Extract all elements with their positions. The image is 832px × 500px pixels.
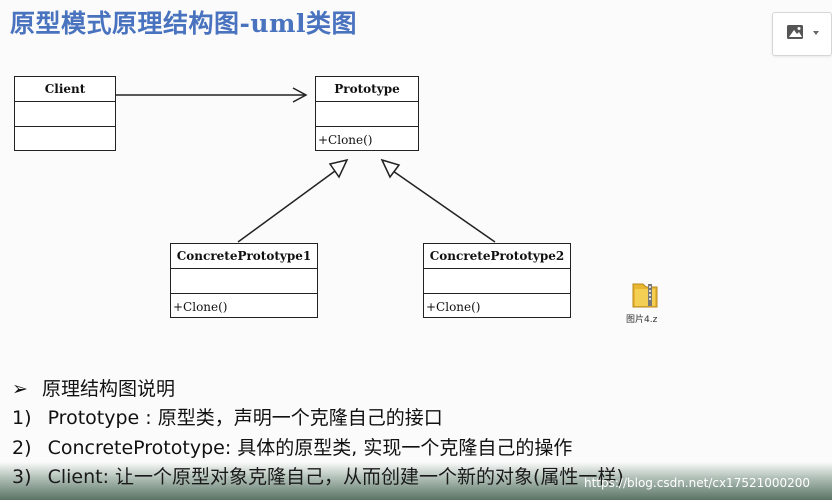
description-item-1: 1) Prototype : 原型类，声明一个克隆自己的接口 xyxy=(12,403,443,430)
client-attributes xyxy=(15,102,115,127)
concrete-prototype1-name: ConcretePrototype1 xyxy=(171,244,317,269)
item-text: : 原型类，声明一个克隆自己的接口 xyxy=(139,407,443,429)
concrete-prototype2-class: ConcretePrototype2 +Clone() xyxy=(423,243,571,318)
page-title: 原型模式原理结构图-uml类图 xyxy=(10,9,358,38)
description-item-2: 2) ConcretePrototype: 具体的原型类, 实现一个克隆自己的操… xyxy=(12,433,572,460)
concrete-prototype1-operation: +Clone() xyxy=(173,299,228,314)
concrete-prototype1-attributes xyxy=(171,269,317,294)
watermark: https://blog.csdn.net/cx17521000200 xyxy=(584,476,811,490)
concrete-prototype2-attributes xyxy=(424,269,570,294)
description-heading: ➢ 原理结构图说明 xyxy=(12,374,175,401)
heading-bullet: ➢ xyxy=(12,378,28,400)
client-class: Client xyxy=(14,76,116,151)
zip-file-label: 图片4.z xyxy=(626,315,658,325)
image-icon xyxy=(787,25,819,39)
prototype-class: Prototype +Clone() xyxy=(315,76,419,151)
client-class-name: Client xyxy=(15,77,115,102)
folder-zip-icon xyxy=(632,283,658,308)
image-toolbar-button[interactable] xyxy=(772,12,832,56)
item-number: 1) xyxy=(12,407,32,429)
item-number: 2) xyxy=(12,437,32,459)
concrete-prototype2-operation: +Clone() xyxy=(426,299,481,314)
concrete-prototype1-class: ConcretePrototype1 +Clone() xyxy=(170,243,318,318)
item-term: ConcretePrototype xyxy=(47,437,225,459)
item-term: Prototype xyxy=(47,407,140,429)
inheritance-arrow-2 xyxy=(380,158,496,243)
description-item-3: 3) Client: 让一个原型对象克隆自己，从而创建一个新的对象(属性一样) xyxy=(12,462,624,489)
concrete-prototype2-name: ConcretePrototype2 xyxy=(424,244,570,269)
item-number: 3) xyxy=(12,466,32,488)
client-operations xyxy=(15,127,115,152)
prototype-attributes xyxy=(316,102,418,127)
inheritance-arrow-1 xyxy=(237,158,349,243)
bottom-overlay xyxy=(0,462,832,500)
association-arrow xyxy=(116,87,308,103)
zip-file[interactable] xyxy=(628,278,662,322)
heading-text: 原理结构图说明 xyxy=(41,378,175,400)
prototype-class-name: Prototype xyxy=(316,77,418,102)
prototype-operation: +Clone() xyxy=(318,132,373,147)
item-term: Client xyxy=(47,466,103,488)
item-text: : 让一个原型对象克隆自己，从而创建一个新的对象(属性一样) xyxy=(102,466,624,488)
item-text: : 具体的原型类, 实现一个克隆自己的操作 xyxy=(224,437,573,459)
